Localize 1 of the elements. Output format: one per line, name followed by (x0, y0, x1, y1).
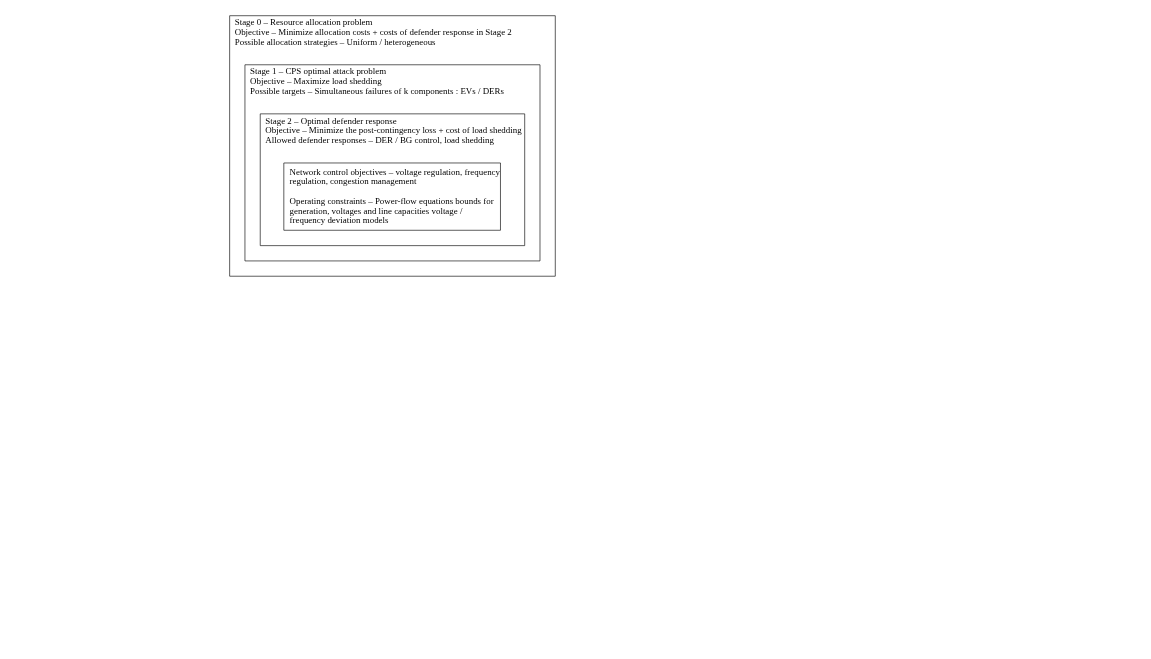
node-box: Network control objectives – voltage regulation, frequency regulation, congestion management Operating constraints – Power-flow equations bounds for generation, voltages and line capacities voltage / frequency deviation models (283, 162, 501, 231)
